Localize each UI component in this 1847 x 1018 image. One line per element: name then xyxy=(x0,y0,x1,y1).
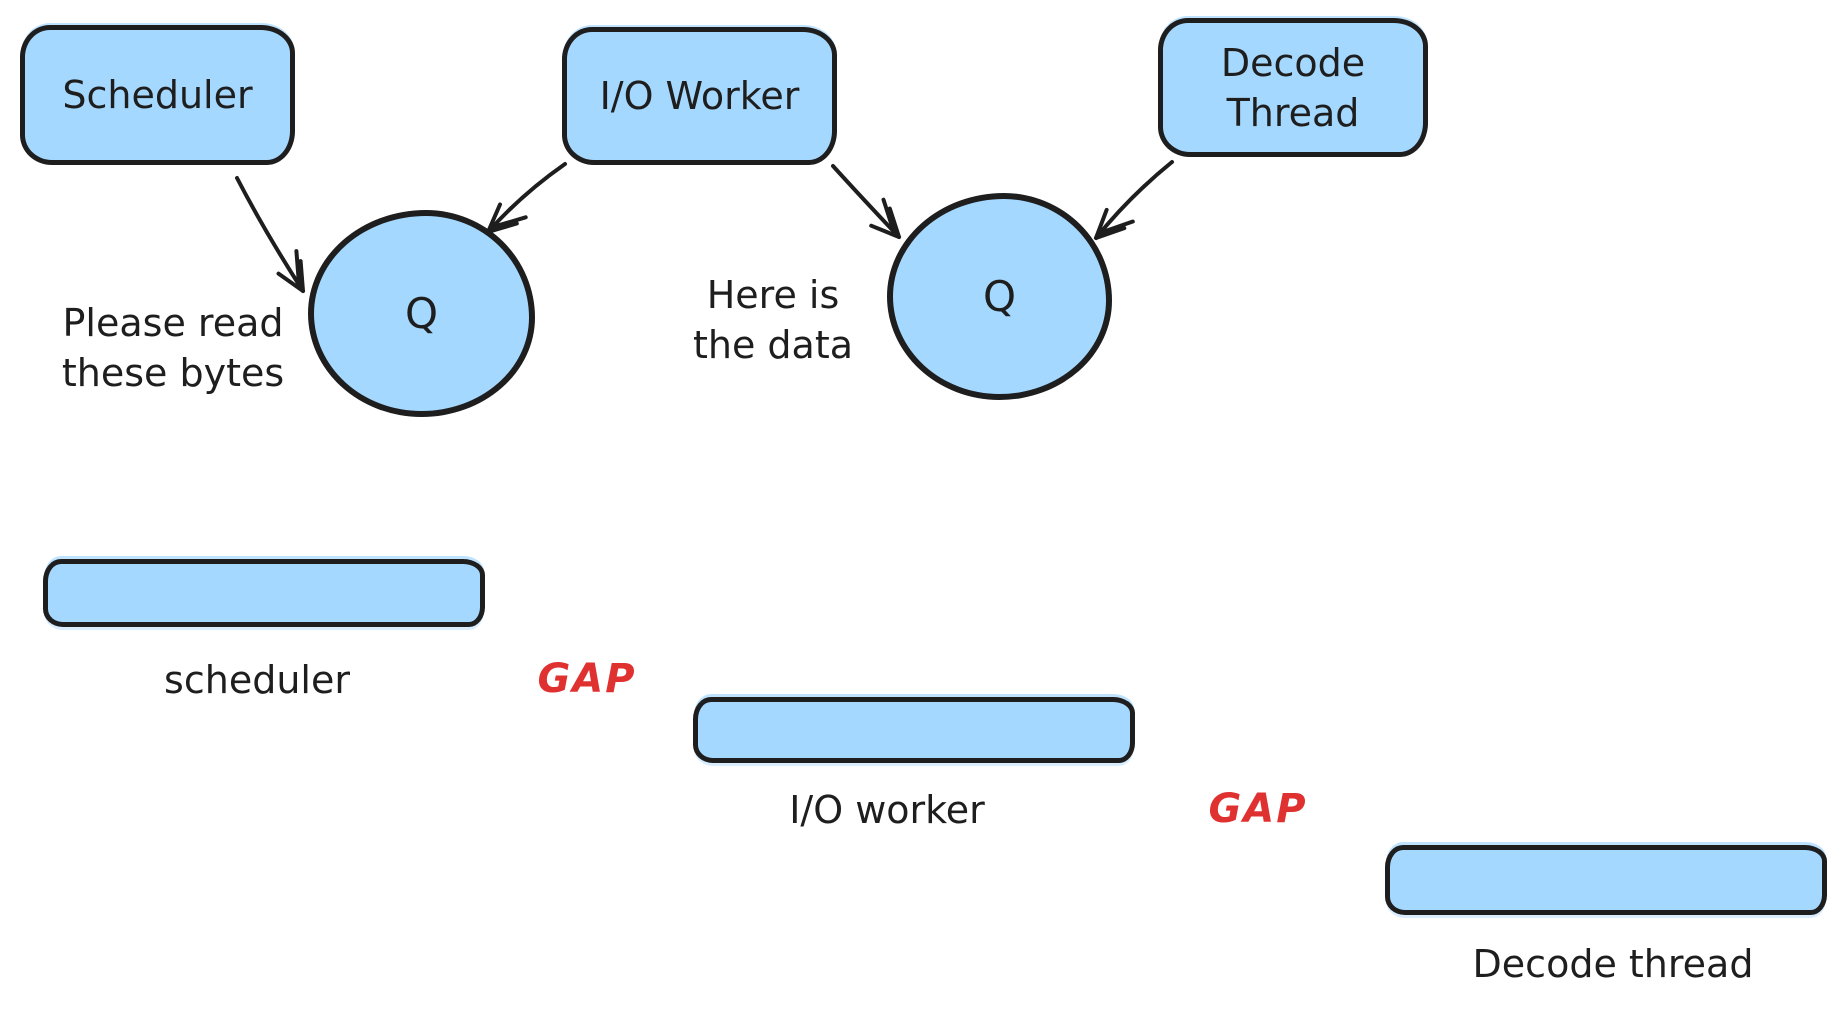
queue2-circle: Q xyxy=(887,193,1112,400)
queue2-label: Q xyxy=(982,272,1017,321)
note-line: Here is xyxy=(706,273,840,317)
note-here-is-the-data: Here is the data xyxy=(693,270,853,370)
timeline-bar-scheduler-label: scheduler xyxy=(164,658,350,702)
timeline-bar-io-worker-label: I/O worker xyxy=(789,788,985,832)
queue1-circle: Q xyxy=(308,210,535,417)
arrow-decode-thread-to-queue2 xyxy=(1094,160,1174,240)
timeline-bar-decode-thread-label: Decode thread xyxy=(1472,942,1754,986)
note-line: the data xyxy=(692,323,854,367)
timeline-bar-decode-thread xyxy=(1385,845,1827,915)
timeline-bar-io-worker xyxy=(693,697,1135,763)
gap-label-2: GAP xyxy=(1208,786,1308,832)
note-line: Please read xyxy=(62,301,284,345)
gap-label-1: GAP xyxy=(537,656,637,702)
note-please-read-these-bytes: Please read these bytes xyxy=(62,298,284,398)
arrow-io-worker-to-queue2 xyxy=(831,164,901,239)
scheduler-node-label: Scheduler xyxy=(62,73,253,117)
decode-thread-node-label-line2: Thread xyxy=(1226,90,1360,135)
timeline-bar-scheduler xyxy=(43,559,485,627)
arrow-scheduler-to-queue1 xyxy=(235,176,305,293)
decode-thread-node-box: Decode Thread xyxy=(1158,18,1428,157)
io-worker-node-label: I/O Worker xyxy=(599,74,800,118)
arrow-io-worker-to-queue1 xyxy=(486,162,567,234)
queue1-label: Q xyxy=(404,289,439,338)
note-line: these bytes xyxy=(61,351,285,395)
scheduler-node-box: Scheduler xyxy=(20,25,295,165)
io-worker-node-box: I/O Worker xyxy=(562,27,837,165)
decode-thread-node-label-line1: Decode xyxy=(1220,40,1366,85)
